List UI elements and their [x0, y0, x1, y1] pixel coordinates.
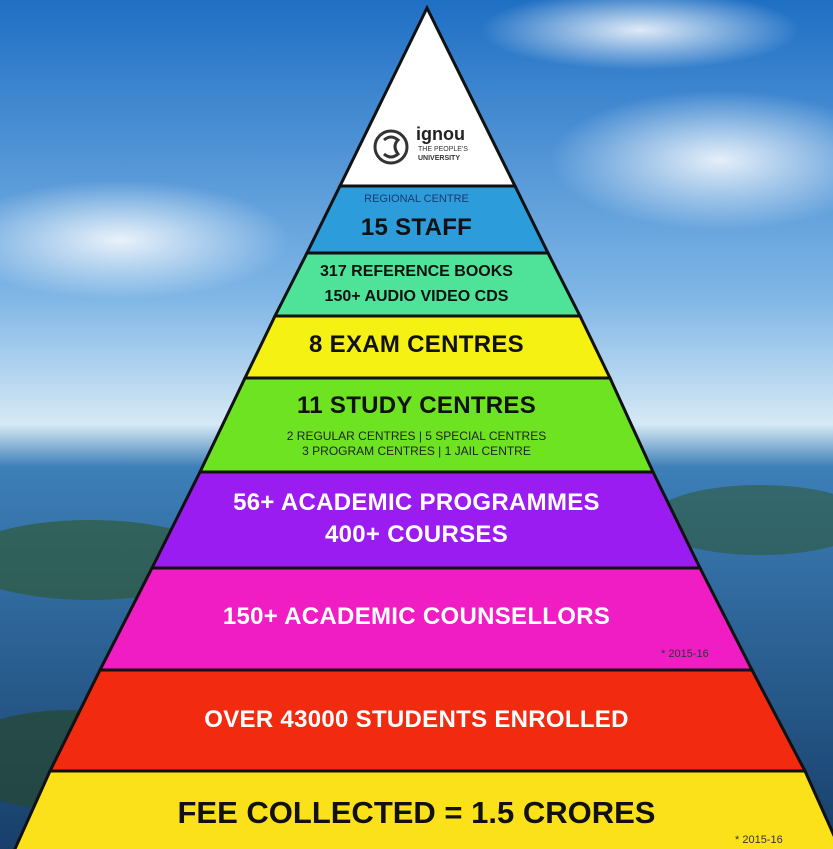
tier-1-label: REGIONAL CENTRE [364, 193, 469, 205]
tier-4-value: 11 STUDY CENTRES [296, 392, 537, 419]
ignou-emblem-icon [373, 129, 409, 165]
tier-7-value: OVER 43000 STUDENTS ENROLLED [204, 706, 629, 733]
tier-6-value: 150+ ACADEMIC COUNSELLORS [222, 603, 611, 630]
logo-wordmark: ignou [416, 124, 465, 144]
cloud [480, 0, 800, 70]
tier-5-line-1: 56+ ACADEMIC PROGRAMMES [233, 489, 600, 516]
tier-6-footnote: * 2015-16 [661, 648, 709, 660]
cloud [0, 180, 290, 300]
tier-8-footnote: * 2015-16 [735, 834, 783, 846]
tier-8-value: FEE COLLECTED = 1.5 CRORES [177, 795, 656, 830]
tier-3-value: 8 EXAM CENTRES [309, 331, 524, 358]
tier-4-detail-1: 2 REGULAR CENTRES | 5 SPECIAL CENTRES [286, 429, 547, 443]
tier-2-line-1: 317 REFERENCE BOOKS [320, 263, 513, 280]
logo-tagline-1: THE PEOPLE'S [418, 146, 468, 153]
tier-5-shape [149, 470, 703, 570]
tier-4-detail-2: 3 PROGRAM CENTRES | 1 JAIL CENTRE [302, 444, 531, 458]
logo-tagline-2: UNIVERSITY [418, 155, 461, 162]
island [650, 485, 833, 555]
tier-1-value: 15 STAFF [360, 214, 473, 241]
ignou-logo: ignou THE PEOPLE'S UNIVERSITY [372, 124, 488, 172]
tier-2-line-2: 150+ AUDIO VIDEO CDS [324, 288, 509, 305]
tier-5-line-2: 400+ COURSES [324, 521, 508, 548]
cloud [550, 90, 833, 230]
tier-8-shape [13, 769, 833, 849]
